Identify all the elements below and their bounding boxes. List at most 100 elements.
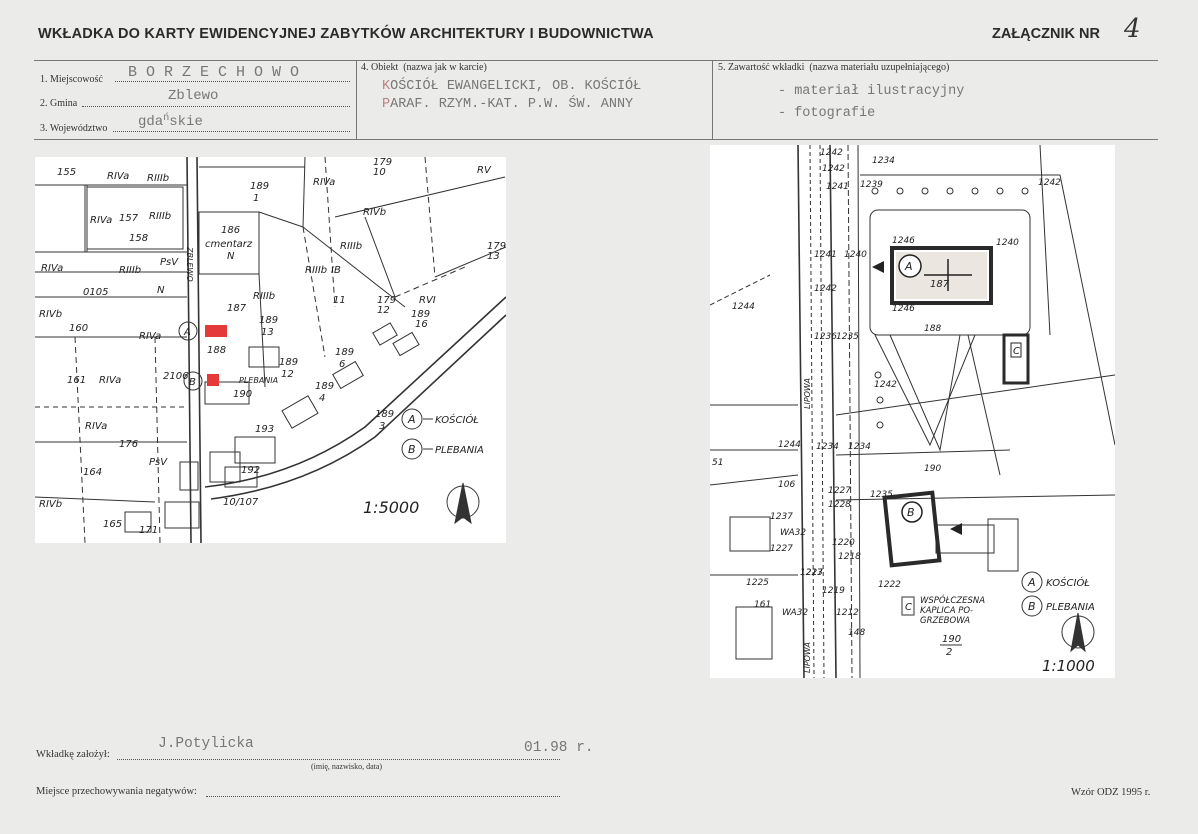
map-label: RIVa xyxy=(99,375,121,386)
map-label: RVI xyxy=(419,295,436,306)
map-label: B xyxy=(189,377,196,388)
object-line-2: PARAF. RZYM.-KAT. P.W. ŚW. ANNY xyxy=(382,97,634,112)
map-label: 190 xyxy=(942,634,961,645)
map-label: GRZEBOWA xyxy=(920,616,970,626)
document-title: WKŁADKA DO KARTY EWIDENCYJNEJ ZABYTKÓW A… xyxy=(38,26,654,42)
locality-value: BORZECHOWO xyxy=(128,64,309,81)
founded-note: (imię, nazwisko, data) xyxy=(311,762,383,771)
map-label: A xyxy=(183,327,191,338)
map-label: 2106 xyxy=(163,371,188,382)
map-label: LIPOWA xyxy=(803,642,812,673)
map-label: 1244 xyxy=(732,302,755,312)
contents-line-1: - materiał ilustracyjny xyxy=(778,84,965,99)
map-label: RIVa xyxy=(139,331,161,342)
map-label: 187 xyxy=(227,303,247,314)
map-label: 1217 xyxy=(800,568,823,578)
map-label: 1242 xyxy=(820,148,843,158)
map-label: 179 xyxy=(373,157,392,168)
map-label: RIVa xyxy=(107,171,129,182)
header-divider-1 xyxy=(356,60,357,140)
map-label: 188 xyxy=(924,324,941,334)
object-label: 4. Obiekt (nazwa jak w karcie) xyxy=(361,62,487,73)
map-label: WA32 xyxy=(782,608,808,618)
founded-label: Wkładkę założył: xyxy=(36,749,110,760)
map-label: 187 xyxy=(930,279,950,290)
cadastral-map-1-1000: 1234 1242 1242 1241 1239 1240 1241 1240 … xyxy=(710,145,1115,678)
map-label: 189 xyxy=(279,357,298,368)
commune-line xyxy=(82,106,350,107)
template-label: Wzór ODZ 1995 r. xyxy=(1071,787,1151,798)
map-label: 106 xyxy=(778,480,795,490)
map-label: 1222 xyxy=(878,580,901,590)
storage-line xyxy=(206,796,560,797)
map-right-svg: 1234 1242 1242 1241 1239 1240 1241 1240 … xyxy=(710,145,1115,678)
map-label: 179 xyxy=(487,241,506,252)
map-left-svg: 155 RIVa RIIIb 189 1 RIVa RV RIVa 157 RI… xyxy=(35,157,506,543)
map-label: 161 xyxy=(754,600,771,610)
map-label: 1235 xyxy=(836,332,859,342)
map-label: 1244 xyxy=(778,440,801,450)
map-label: ZBLEWO xyxy=(185,246,194,282)
map-label: B xyxy=(408,443,416,456)
map-label: WA32 xyxy=(780,528,806,538)
map-label: 1212 xyxy=(836,608,859,618)
annex-number: 4 xyxy=(1124,14,1141,44)
map-label: 1242 xyxy=(822,164,845,174)
map-label: 1228 xyxy=(828,500,851,510)
map-label: 51 xyxy=(712,458,723,468)
map-label: 189 xyxy=(375,409,394,420)
map-label: 1246 xyxy=(892,236,915,246)
map-label: 16 xyxy=(415,319,428,330)
founded-line xyxy=(117,759,560,760)
map-label: WSPÓŁCZESNA xyxy=(920,594,985,606)
church-building xyxy=(890,246,993,305)
map-label: RIVb xyxy=(39,499,62,510)
map-label: 1223 xyxy=(800,568,823,578)
map-label: 1237 xyxy=(770,512,793,522)
map-label: 1234 xyxy=(816,442,839,452)
map-label: 11 xyxy=(333,295,346,306)
map-label: 189 xyxy=(315,381,334,392)
voivodeship-label: 3. Województwo xyxy=(40,123,108,134)
contents-label: 5. Zawartość wkładki (nazwa materiału uz… xyxy=(718,62,950,73)
map-label: C xyxy=(1013,346,1020,357)
map-label: 1235 xyxy=(870,490,893,500)
header-bottom-rule xyxy=(34,139,1158,140)
map-label: RIVa xyxy=(41,263,63,274)
founded-name: J.Potylicka xyxy=(158,736,254,752)
map-label: N xyxy=(227,251,235,262)
locality-label: 1. Miejscowość xyxy=(40,74,103,85)
map-label: A xyxy=(1027,576,1036,589)
map-label: 171 xyxy=(139,525,158,536)
commune-value: Zblewo xyxy=(168,88,219,104)
map-label: 12 xyxy=(377,305,390,316)
church-marker xyxy=(205,325,227,337)
map-label: 176 xyxy=(119,439,138,450)
map-label: 1242 xyxy=(874,380,897,390)
map-label: 1242 xyxy=(814,284,837,294)
map-label: PsV xyxy=(149,457,168,468)
map-label: 1234 xyxy=(872,156,895,166)
map-label: B xyxy=(1028,600,1036,613)
map-label: 193 xyxy=(255,424,274,435)
map-label: 10 xyxy=(373,167,386,178)
map-label: 189 xyxy=(259,315,278,326)
map-label: C xyxy=(905,602,912,613)
map-label: 1240 xyxy=(996,238,1019,248)
map-label: 1 xyxy=(253,193,259,204)
map-label: RIVa xyxy=(313,177,335,188)
map-label: KAPLICA PO- xyxy=(920,606,973,616)
map-label: 12 xyxy=(281,369,294,380)
map-label: 189 xyxy=(250,181,269,192)
map-label: 189 xyxy=(411,309,430,320)
voivodeship-line xyxy=(113,131,350,132)
map-label: 160 xyxy=(69,323,88,334)
map-label: 179 xyxy=(377,295,396,306)
map-label: LIPOWA xyxy=(803,378,812,409)
map-label: 190 xyxy=(924,464,941,474)
map-label: 1240 xyxy=(844,250,867,260)
map-label: cmentarz xyxy=(205,239,253,250)
chapel-building xyxy=(1002,333,1030,385)
map-label: 1242 xyxy=(1038,178,1061,188)
map-label: 1227 xyxy=(828,486,851,496)
